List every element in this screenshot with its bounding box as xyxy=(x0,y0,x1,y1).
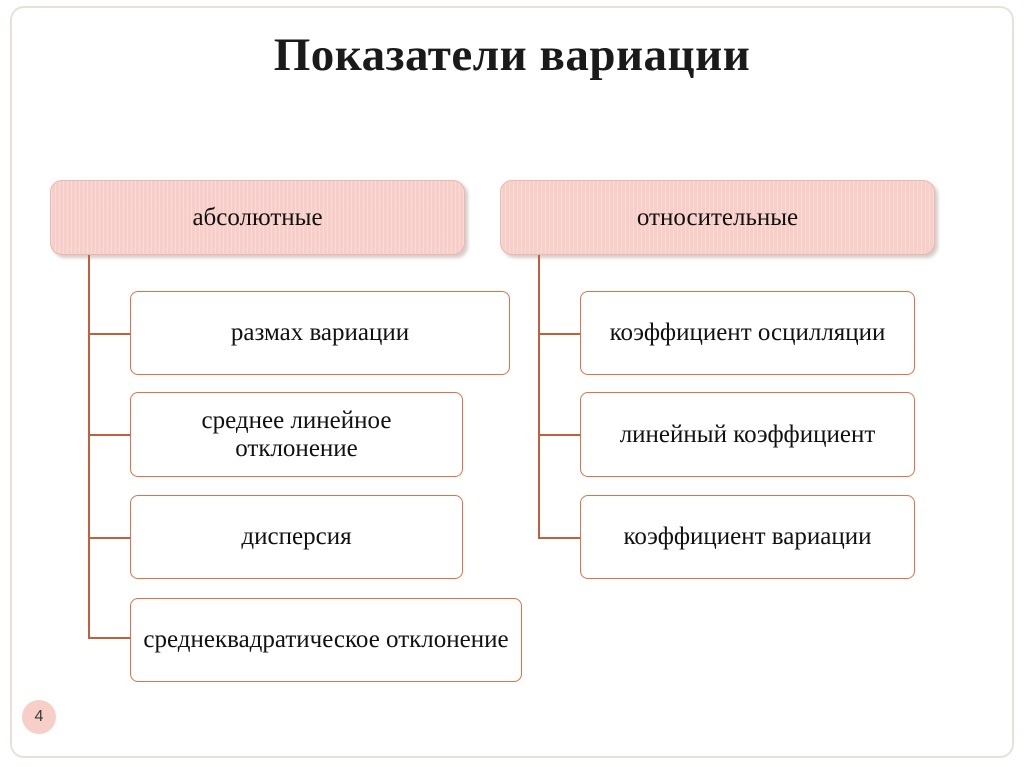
connector-trunk-right xyxy=(538,255,540,537)
leaf-relative-2[interactable]: линейный коэффициент xyxy=(580,392,915,477)
branch-head-absolute[interactable]: абсолютные xyxy=(50,180,465,255)
page-title: Показатели вариации xyxy=(273,29,751,81)
connector-stub-right-3 xyxy=(538,537,581,539)
page-number-badge: 4 xyxy=(22,700,56,734)
connector-stub-left-3 xyxy=(88,537,131,539)
connector-stub-right-2 xyxy=(538,434,581,436)
connector-trunk-left xyxy=(88,255,90,637)
leaf-relative-3[interactable]: коэффициент вариации xyxy=(580,495,915,579)
leaf-relative-1[interactable]: коэффициент осцилляции xyxy=(580,291,915,375)
leaf-absolute-3[interactable]: дисперсия xyxy=(130,495,463,579)
connector-stub-left-1 xyxy=(88,333,131,335)
leaf-absolute-4[interactable]: среднеквадратическое отклонение xyxy=(130,598,522,682)
connector-stub-left-4 xyxy=(88,637,131,639)
connector-stub-left-2 xyxy=(88,434,131,436)
leaf-absolute-1[interactable]: размах вариации xyxy=(130,291,510,375)
branch-head-relative[interactable]: относительные xyxy=(500,180,935,255)
connector-stub-right-1 xyxy=(538,333,581,335)
leaf-absolute-2[interactable]: среднее линейное отклонение xyxy=(130,392,463,477)
